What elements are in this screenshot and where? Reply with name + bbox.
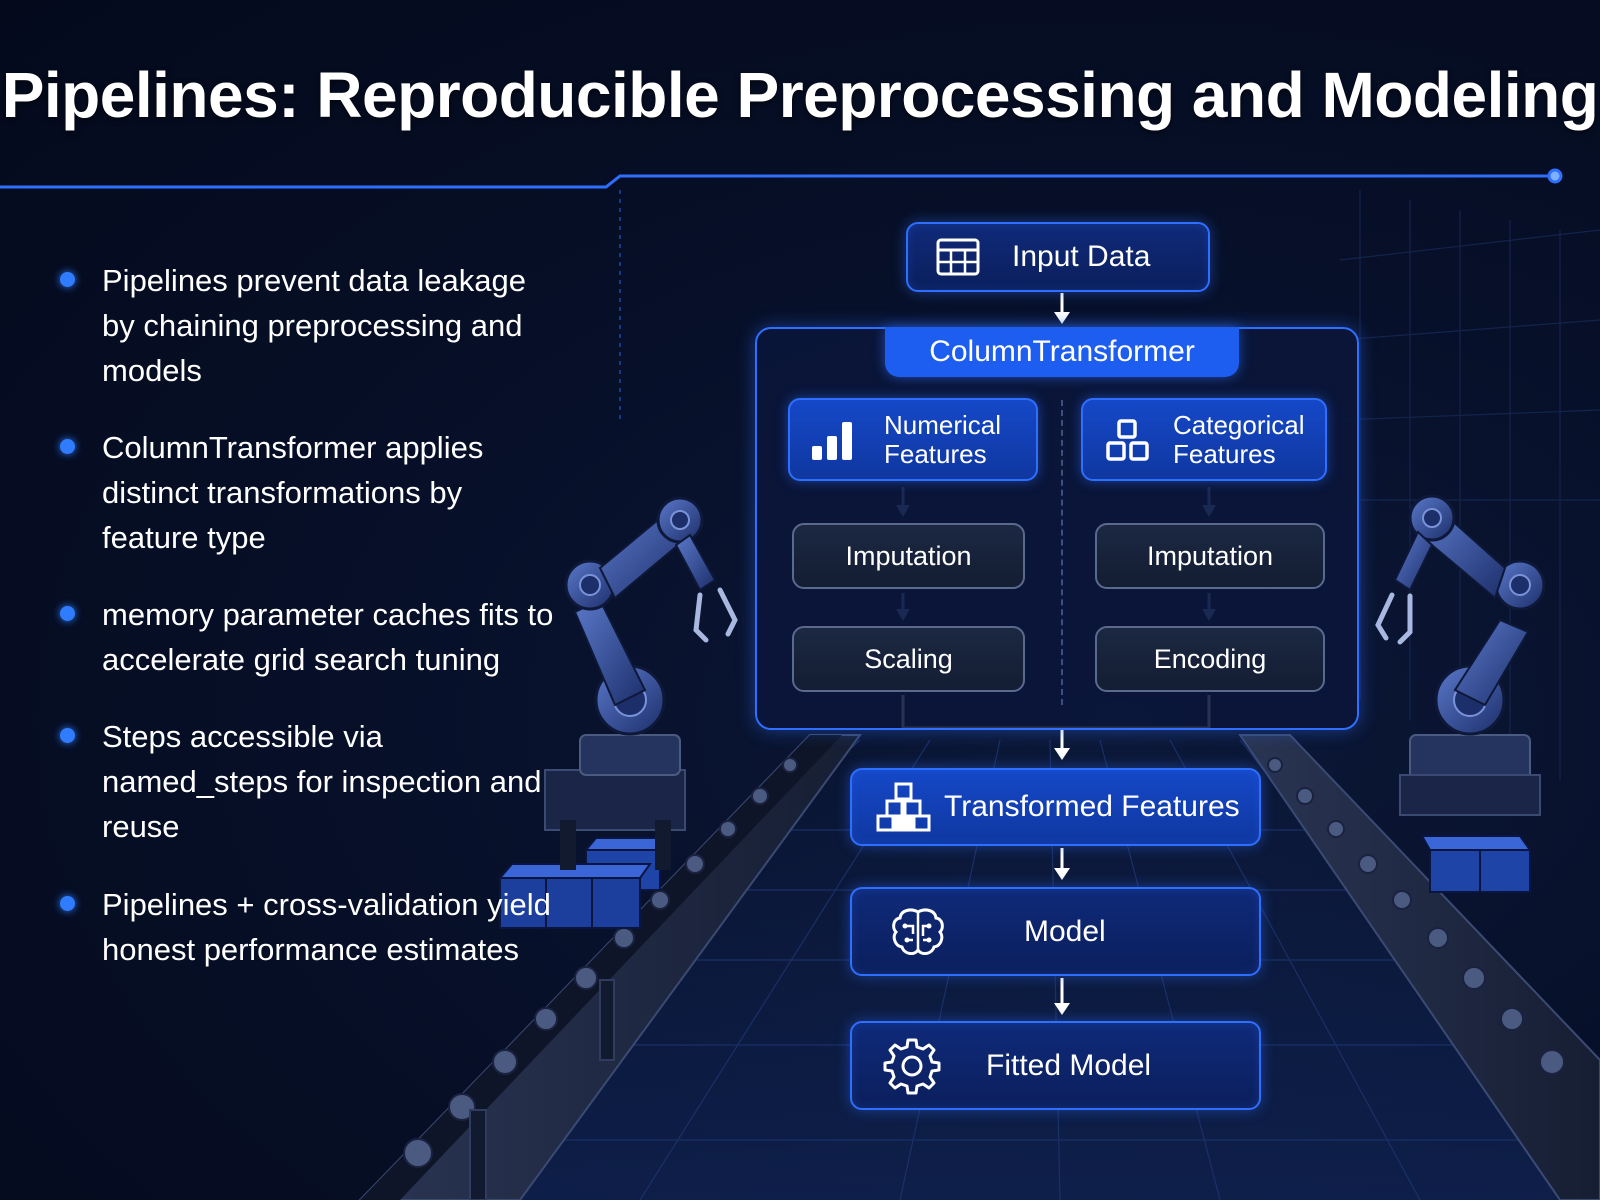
left-robot-arm xyxy=(544,496,738,870)
categorical-features-label: Categorical Features xyxy=(1173,409,1305,469)
fitted-model-node: Fitted Model xyxy=(850,1021,1261,1110)
numerical-label-line1: Numerical xyxy=(884,409,1002,440)
numerical-scaling-step: Scaling xyxy=(792,626,1025,692)
bullet-text: Pipelines + cross-validation yield hones… xyxy=(102,887,551,967)
bullet-dot-icon xyxy=(60,439,75,454)
bullet-item: Pipelines prevent data leakage by chaini… xyxy=(58,258,558,393)
page-title: Pipelines: Reproducible Preprocessing an… xyxy=(1,59,1599,131)
bullet-dot-icon xyxy=(60,272,75,287)
categorical-label-line1: Categorical xyxy=(1173,409,1305,440)
bullet-item: ColumnTransformer applies distinct trans… xyxy=(58,425,558,560)
left-conveyor xyxy=(358,734,862,1200)
bullet-text: memory parameter caches fits to accelera… xyxy=(102,597,554,677)
table-icon xyxy=(934,238,982,276)
header-divider xyxy=(0,174,1555,189)
bullet-list: Pipelines prevent data leakage by chaini… xyxy=(58,258,558,1004)
input-data-node: Input Data xyxy=(906,222,1210,292)
gear-icon xyxy=(882,1037,942,1095)
bullet-text: Pipelines prevent data leakage by chaini… xyxy=(102,263,526,388)
input-data-label: Input Data xyxy=(1012,240,1151,273)
categorical-features-node: Categorical Features xyxy=(1081,398,1327,481)
header-divider-dot xyxy=(1547,168,1563,184)
column-transformer-label: ColumnTransformer xyxy=(885,327,1239,377)
numerical-imputation-step: Imputation xyxy=(792,523,1025,589)
cubes-icon xyxy=(876,782,932,832)
bar-chart-icon xyxy=(810,418,860,462)
blocks-icon xyxy=(1105,418,1153,462)
bullet-dot-icon xyxy=(60,896,75,911)
bullet-text: ColumnTransformer applies distinct trans… xyxy=(102,430,484,555)
bullet-dot-icon xyxy=(60,728,75,743)
categorical-imputation-step: Imputation xyxy=(1095,523,1325,589)
model-label: Model xyxy=(1024,914,1106,948)
numerical-features-node: Numerical Features xyxy=(788,398,1038,481)
right-conveyor xyxy=(1238,734,1600,1200)
categorical-encoding-step: Encoding xyxy=(1095,626,1325,692)
bullet-item: Steps accessible via named_steps for ins… xyxy=(58,714,558,849)
numerical-label-line2: Features xyxy=(884,438,987,469)
right-robot-arm xyxy=(1375,494,1546,816)
flow-arrowheads xyxy=(1054,312,1070,1015)
bullet-item: Pipelines + cross-validation yield hones… xyxy=(58,882,558,972)
brain-icon xyxy=(888,906,948,958)
transformed-features-node: Transformed Features xyxy=(850,768,1261,846)
transformed-features-label: Transformed Features xyxy=(944,790,1240,823)
model-node: Model xyxy=(850,887,1261,976)
categorical-label-line2: Features xyxy=(1173,438,1276,469)
fitted-model-label: Fitted Model xyxy=(986,1048,1152,1082)
bullet-item: memory parameter caches fits to accelera… xyxy=(58,592,558,682)
bullet-text: Steps accessible via named_steps for ins… xyxy=(102,719,542,844)
numerical-features-label: Numerical Features xyxy=(884,409,1002,469)
branch-divider xyxy=(1061,400,1063,705)
bullet-dot-icon xyxy=(60,606,75,621)
